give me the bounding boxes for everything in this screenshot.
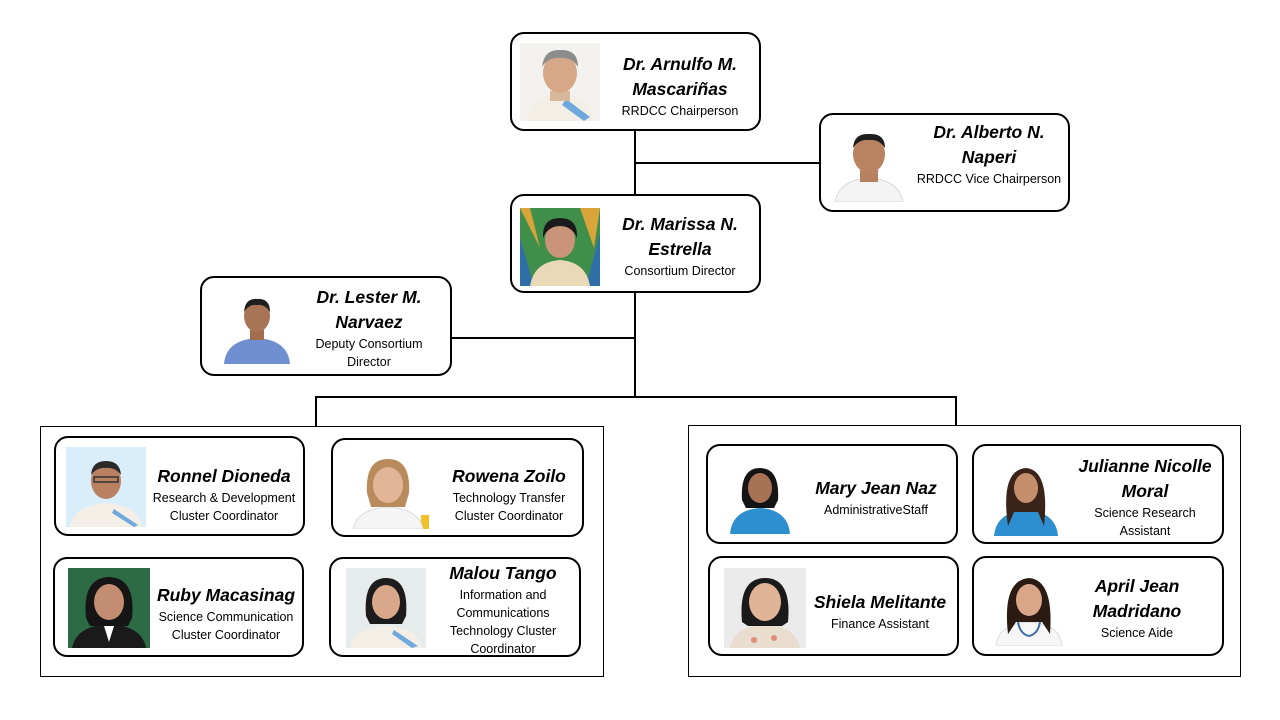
deputy-card[interactable]: Dr. Lester M. Narvaez Deputy Consortium … [200, 276, 452, 376]
director-photo [520, 208, 600, 286]
april-jean-role: Science Aide [1100, 626, 1174, 640]
vice-chairperson-photo [829, 124, 909, 202]
coordinator-card-ruby[interactable]: Ruby Macasinag Science Communication Clu… [53, 557, 304, 657]
chairperson-photo [520, 43, 600, 121]
ruby-photo [68, 568, 150, 648]
deputy-photo [220, 290, 294, 364]
connector-to-deputy [451, 337, 635, 339]
connector-to-vice-chair [634, 162, 820, 164]
staff-group [688, 425, 1241, 677]
ruby-name: Ruby Macasinag [156, 585, 296, 605]
deputy-name: Dr. Lester M. Narvaez [316, 287, 422, 332]
rowena-name: Rowena Zoilo [452, 466, 566, 486]
julianne-role: Science Research Assistant [1094, 506, 1196, 538]
coordinators-group [40, 426, 604, 677]
rowena-role: Technology Transfer Cluster Coordinator [452, 491, 566, 523]
shiela-role: Finance Assistant [831, 617, 929, 631]
connector-to-coordinators-group [315, 396, 317, 427]
director-name: Dr. Marissa N. Estrella [622, 214, 738, 259]
staff-card-april-jean[interactable]: April Jean Madridano Science Aide [972, 556, 1224, 656]
chairperson-card[interactable]: Dr. Arnulfo M. Mascariñas RRDCC Chairper… [510, 32, 761, 131]
malou-name: Malou Tango [449, 563, 557, 583]
vice-chairperson-card[interactable]: Dr. Alberto N. Naperi RRDCC Vice Chairpe… [819, 113, 1070, 212]
director-card[interactable]: Dr. Marissa N. Estrella Consortium Direc… [510, 194, 761, 293]
malou-role: Information and Communications Technolog… [449, 588, 557, 656]
ronnel-role: Research & Development Cluster Coordinat… [152, 491, 296, 523]
connector-horizontal-branch [315, 396, 957, 398]
deputy-role: Deputy Consortium Director [315, 337, 423, 369]
chairperson-role: RRDCC Chairperson [621, 104, 739, 118]
staff-card-mary-jean[interactable]: Mary Jean Naz AdministrativeStaff [706, 444, 958, 544]
mary-jean-name: Mary Jean Naz [815, 478, 937, 498]
staff-card-julianne[interactable]: Julianne Nicolle Moral Science Research … [972, 444, 1224, 544]
staff-card-shiela[interactable]: Shiela Melitante Finance Assistant [708, 556, 959, 656]
malou-photo [346, 568, 426, 648]
chairperson-name: Dr. Arnulfo M. Mascariñas [622, 54, 738, 99]
shiela-name: Shiela Melitante [813, 592, 947, 612]
julianne-name: Julianne Nicolle Moral [1078, 456, 1212, 501]
ruby-role: Science Communication Cluster Coordinato… [158, 610, 294, 642]
coordinator-card-rowena[interactable]: Rowena Zoilo Technology Transfer Cluster… [331, 438, 584, 537]
connector-to-staff-group [955, 396, 957, 426]
ronnel-name: Ronnel Dioneda [157, 466, 291, 486]
vice-chairperson-role: RRDCC Vice Chairperson [916, 172, 1062, 186]
coordinator-card-malou[interactable]: Malou Tango Information and Communicatio… [329, 557, 581, 657]
mary-jean-role: AdministrativeStaff [824, 503, 928, 517]
april-jean-name: April Jean Madridano [1092, 576, 1182, 621]
coordinator-card-ronnel[interactable]: Ronnel Dioneda Research & Development Cl… [54, 436, 305, 536]
director-role: Consortium Director [624, 264, 736, 278]
april-jean-photo [990, 570, 1068, 646]
mary-jean-photo [728, 460, 792, 534]
connector-director-down [634, 292, 636, 398]
julianne-photo [988, 460, 1064, 536]
rowena-photo [347, 449, 429, 529]
ronnel-photo [66, 447, 146, 527]
shiela-photo [724, 568, 806, 648]
vice-chairperson-name: Dr. Alberto N. Naperi [933, 122, 1045, 167]
